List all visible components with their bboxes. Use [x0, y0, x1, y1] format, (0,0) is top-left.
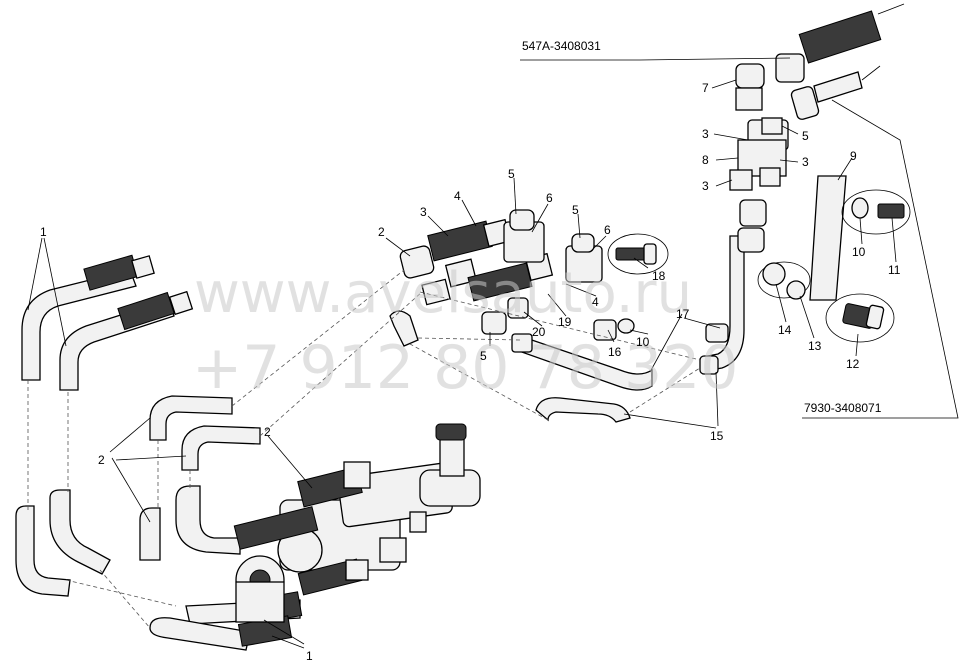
- callout-4: 4: [592, 295, 599, 309]
- callout-13: 13: [808, 339, 822, 353]
- callout-11: 11: [888, 263, 901, 277]
- bracket-and-bolts: [757, 175, 911, 343]
- callout-10: 10: [852, 245, 866, 259]
- callout-19: 19: [558, 315, 572, 329]
- callout-5: 5: [508, 167, 515, 181]
- callout-9: 9: [850, 149, 857, 163]
- callout-3: 3: [702, 127, 709, 141]
- callout-5: 5: [802, 129, 809, 143]
- code-top: 547A-3408031: [522, 39, 601, 53]
- callout-12: 12: [846, 357, 860, 371]
- callout-2: 2: [378, 225, 385, 239]
- right-tee-block: [729, 3, 905, 191]
- callout-3: 3: [702, 179, 709, 193]
- callout-5: 5: [480, 349, 487, 363]
- watermark-site: www.avelsauto.ru: [194, 261, 692, 326]
- callout-2: 2: [264, 425, 271, 439]
- callout-1: 1: [40, 225, 47, 239]
- hose-1-left-upper: [21, 254, 155, 381]
- code-right: 7930-3408071: [804, 401, 882, 415]
- tee-fittings: [481, 209, 635, 341]
- right-pipe-15: [535, 199, 767, 423]
- callout-1: 1: [306, 649, 313, 663]
- callout-14: 14: [778, 323, 792, 337]
- callout-5: 5: [572, 203, 579, 217]
- leader-lines: [27, 57, 959, 649]
- callout-3: 3: [420, 205, 427, 219]
- callout-6: 6: [604, 223, 611, 237]
- callout-4: 4: [454, 189, 461, 203]
- callout-16: 16: [608, 345, 622, 359]
- callout-18: 18: [652, 269, 666, 283]
- callout-7: 7: [702, 81, 709, 95]
- bolt-18: [607, 233, 669, 275]
- callout-8: 8: [702, 153, 709, 167]
- hoses-2-left: [139, 395, 261, 561]
- callout-3: 3: [802, 155, 809, 169]
- callout-17: 17: [676, 307, 690, 321]
- tube-17-center: [511, 333, 653, 391]
- valve-assembly: [233, 423, 481, 623]
- watermark-phone: +7 912 80 78 320: [192, 333, 738, 403]
- callout-2: 2: [98, 453, 105, 467]
- hose-1-left-lower: [59, 290, 194, 391]
- hoses-center-upper: [389, 218, 554, 347]
- callout-10: 10: [636, 335, 650, 349]
- callout-6: 6: [546, 191, 553, 205]
- alignment-lines: [27, 269, 701, 629]
- callout-15: 15: [710, 429, 724, 443]
- callout-20: 20: [532, 325, 546, 339]
